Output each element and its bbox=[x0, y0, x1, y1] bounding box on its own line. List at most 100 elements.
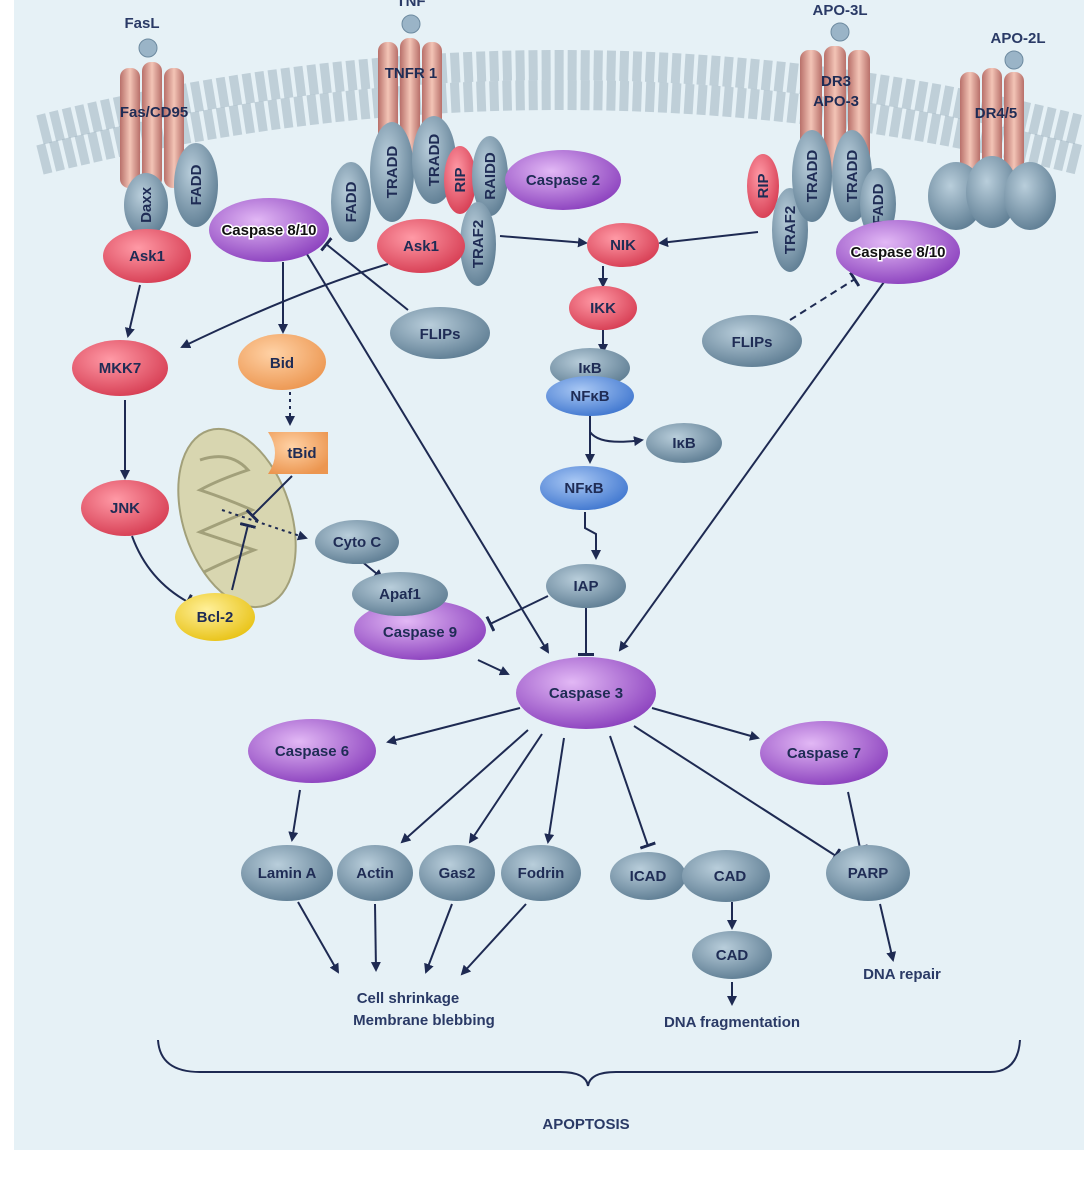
node-ikb-free: IκB bbox=[646, 423, 722, 463]
adaptor-raidd: RAIDD bbox=[472, 136, 508, 216]
svg-text:FLIPs: FLIPs bbox=[732, 334, 773, 351]
svg-text:Apaf1: Apaf1 bbox=[379, 586, 421, 603]
svg-text:TRAF2: TRAF2 bbox=[782, 206, 799, 254]
node-flips-left: FLIPs bbox=[390, 307, 490, 359]
ligand-apo3l-label: APO-3L bbox=[812, 2, 867, 19]
node-ikk: IKK bbox=[569, 286, 637, 330]
receptor-dr45-label: DR4/5 bbox=[975, 105, 1018, 122]
node-cad-bound: CAD bbox=[682, 850, 770, 902]
outcome-dna-repair: DNA repair bbox=[863, 966, 941, 983]
ligand-apo2l-label: APO-2L bbox=[990, 30, 1045, 47]
svg-text:TRADD: TRADD bbox=[804, 150, 821, 203]
svg-text:MKK7: MKK7 bbox=[99, 360, 142, 377]
node-ask1-tnf: Ask1 bbox=[377, 219, 465, 273]
node-caspase-6: Caspase 6 bbox=[248, 719, 376, 783]
mitochondrion bbox=[177, 427, 297, 609]
svg-text:ICAD: ICAD bbox=[630, 868, 667, 885]
svg-text:NFκB: NFκB bbox=[564, 480, 603, 497]
node-caspase-8-10-fas: Caspase 8/10 bbox=[209, 198, 329, 262]
node-icad: ICAD bbox=[610, 852, 686, 900]
svg-text:Lamin A: Lamin A bbox=[258, 865, 317, 882]
adaptor-traf2-tnf: TRAF2 bbox=[460, 202, 496, 286]
ligand-apo3l-ball bbox=[830, 22, 850, 42]
svg-text:PARP: PARP bbox=[848, 865, 889, 882]
adaptor-dr45-cluster bbox=[928, 156, 1056, 230]
svg-text:FLIPs: FLIPs bbox=[420, 326, 461, 343]
svg-text:NFκB: NFκB bbox=[570, 388, 609, 405]
node-nik: NIK bbox=[587, 223, 659, 267]
node-nfkb-complex: NFκB bbox=[546, 376, 634, 416]
ligand-fasl-ball bbox=[138, 38, 158, 58]
node-caspase-8-10-dr: Caspase 8/10 bbox=[836, 220, 960, 284]
node-actin: Actin bbox=[337, 845, 413, 901]
svg-text:CAD: CAD bbox=[716, 947, 749, 964]
node-nfkb-free: NFκB bbox=[540, 466, 628, 510]
node-lamin-a: Lamin A bbox=[241, 845, 333, 901]
adaptor-rip-tnf: RIP bbox=[444, 146, 476, 214]
svg-text:RIP: RIP bbox=[755, 173, 772, 198]
receptor-fas-label: Fas/CD95 bbox=[120, 104, 188, 121]
receptor-apo3-label: APO-3 bbox=[813, 93, 859, 110]
svg-text:IKK: IKK bbox=[590, 300, 616, 317]
outcome-membrane-blebbing: Membrane blebbing bbox=[353, 1012, 495, 1029]
svg-text:IκB: IκB bbox=[672, 435, 696, 452]
node-fodrin: Fodrin bbox=[501, 845, 581, 901]
svg-text:Caspase 8/10: Caspase 8/10 bbox=[221, 222, 316, 239]
svg-text:FADD: FADD bbox=[870, 183, 887, 224]
svg-text:NIK: NIK bbox=[610, 237, 636, 254]
node-gas2: Gas2 bbox=[419, 845, 495, 901]
node-caspase-3: Caspase 3 bbox=[516, 657, 656, 729]
svg-text:IκB: IκB bbox=[578, 360, 602, 377]
adaptor-tradd-dr3-1: TRADD bbox=[792, 130, 832, 222]
node-ask1-fas: Ask1 bbox=[103, 229, 191, 283]
node-flips-right: FLIPs bbox=[702, 315, 802, 367]
svg-text:Caspase 3: Caspase 3 bbox=[549, 685, 623, 702]
edges bbox=[120, 231, 1021, 1087]
receptor-dr3-label: DR3 bbox=[821, 73, 851, 90]
node-mkk7: MKK7 bbox=[72, 340, 168, 396]
svg-text:TRADD: TRADD bbox=[426, 134, 443, 187]
svg-text:Cyto C: Cyto C bbox=[333, 534, 382, 551]
ligand-fasl-label: FasL bbox=[124, 15, 159, 32]
svg-text:Caspase 7: Caspase 7 bbox=[787, 745, 861, 762]
svg-text:tBid: tBid bbox=[287, 445, 316, 462]
node-jnk: JNK bbox=[81, 480, 169, 536]
svg-text:RAIDD: RAIDD bbox=[482, 152, 499, 200]
svg-text:FADD: FADD bbox=[343, 181, 360, 222]
node-apaf1: Apaf1 bbox=[352, 572, 448, 616]
svg-text:CAD: CAD bbox=[714, 868, 747, 885]
svg-text:Fodrin: Fodrin bbox=[518, 865, 565, 882]
node-caspase-2: Caspase 2 bbox=[505, 150, 621, 210]
node-parp: PARP bbox=[826, 845, 910, 901]
svg-text:FADD: FADD bbox=[188, 164, 205, 205]
adaptor-fadd-fas: FADD bbox=[174, 143, 218, 227]
receptor-fas bbox=[120, 62, 184, 188]
svg-text:IAP: IAP bbox=[573, 578, 598, 595]
svg-text:JNK: JNK bbox=[110, 500, 140, 517]
node-iap: IAP bbox=[546, 564, 626, 608]
cell-membrane bbox=[36, 50, 1084, 175]
receptor-tnfr1-label: TNFR 1 bbox=[385, 65, 438, 82]
svg-text:Gas2: Gas2 bbox=[439, 865, 476, 882]
node-tbid: tBid bbox=[268, 432, 328, 474]
node-cytoc: Cyto C bbox=[315, 520, 399, 564]
ligand-tnf-label: TNF bbox=[396, 0, 425, 10]
svg-text:Bid: Bid bbox=[270, 355, 294, 372]
outcome-apoptosis: APOPTOSIS bbox=[542, 1116, 629, 1133]
svg-text:TRADD: TRADD bbox=[384, 146, 401, 199]
node-cad-free: CAD bbox=[692, 931, 772, 979]
ligand-tnf-ball bbox=[401, 14, 421, 34]
svg-text:TRADD: TRADD bbox=[844, 150, 861, 203]
node-bid: Bid bbox=[238, 334, 326, 390]
svg-text:Actin: Actin bbox=[356, 865, 394, 882]
svg-text:Daxx: Daxx bbox=[138, 186, 155, 223]
svg-text:Ask1: Ask1 bbox=[403, 238, 439, 255]
adaptor-rip-dr3: RIP bbox=[747, 154, 779, 218]
node-caspase-7: Caspase 7 bbox=[760, 721, 888, 785]
outcome-dna-fragmentation: DNA fragmentation bbox=[664, 1014, 800, 1031]
svg-text:Caspase 6: Caspase 6 bbox=[275, 743, 349, 760]
svg-text:RIP: RIP bbox=[452, 167, 469, 192]
adaptor-tradd-1: TRADD bbox=[370, 122, 414, 222]
svg-text:TRAF2: TRAF2 bbox=[470, 220, 487, 268]
